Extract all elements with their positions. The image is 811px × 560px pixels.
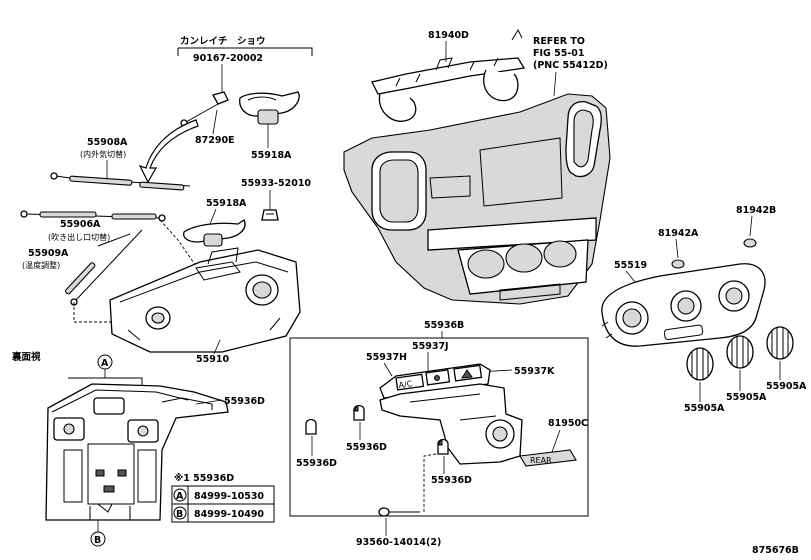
label-55936D-3: 55936D: [431, 475, 472, 486]
part-55519-control-panel[interactable]: [601, 263, 766, 347]
svg-text:A: A: [101, 358, 109, 369]
part-81940D-vent-bracket[interactable]: [371, 28, 526, 122]
part-93560-screw[interactable]: [378, 507, 420, 517]
diagram-id: 875676B: [752, 545, 799, 556]
part-55936D-bulb-2[interactable]: [353, 404, 365, 421]
label-55936B: 55936B: [424, 320, 464, 331]
label-55519: 55519: [614, 260, 647, 271]
part-55905A-knob-right[interactable]: [766, 326, 794, 360]
legend-row-b-value: 84999-10490: [194, 509, 264, 520]
label-55905A-right: 55905A: [766, 381, 807, 392]
label-55906A-sub: (吹き出し口切替): [48, 232, 110, 242]
legend-row-b-key: B: [176, 509, 183, 520]
label-callout-55936D: 55936D: [224, 396, 265, 407]
label-93560-14014: 93560-14014(2): [356, 537, 441, 548]
label-55910: 55910: [196, 354, 229, 365]
label-55906A: 55906A: [60, 219, 101, 230]
legend-table: ※1 55936D A 84999-10530 B 84999-10490: [171, 473, 275, 523]
label-81940D: 81940D: [428, 30, 469, 41]
button-ac-label: A/C: [398, 379, 413, 390]
part-87290E[interactable]: [180, 91, 229, 127]
label-55908A-sub: (内外気切替): [80, 149, 126, 159]
direction-arrow: [138, 119, 199, 184]
legend-row-a-key: A: [176, 491, 184, 502]
part-switch-buttons[interactable]: A/C: [379, 363, 491, 399]
part-55905A-knob-left[interactable]: [686, 347, 714, 381]
label-rear-view: 裏面視: [11, 351, 41, 363]
label-refer-line3: (PNC 55412D): [533, 60, 608, 71]
switch-panel-box: [289, 337, 589, 517]
part-center-cluster-bezel[interactable]: [343, 93, 611, 305]
part-switch-frame[interactable]: [379, 383, 523, 465]
label-81942B: 81942B: [736, 205, 776, 216]
label-55933-52010: 55933-52010: [241, 178, 311, 189]
label-81942A: 81942A: [658, 228, 699, 239]
ref-marker-b-bottom: B: [90, 520, 106, 547]
holder-text: REAR: [530, 456, 552, 465]
legend-title: ※1 55936D: [174, 473, 234, 484]
label-55937J: 55937J: [412, 341, 449, 352]
label-55936D-2: 55936D: [346, 442, 387, 453]
part-55918A-top[interactable]: [239, 91, 300, 125]
part-55910-control-base[interactable]: [109, 247, 301, 353]
label-90167-20002: 90167-20002: [193, 53, 263, 64]
label-81950C: 81950C: [548, 418, 588, 429]
cable-55908A[interactable]: [50, 172, 191, 191]
part-81942A-bulb[interactable]: [671, 259, 685, 269]
ref-marker-a-top: A: [97, 354, 113, 378]
part-55936D-bulb-1[interactable]: [305, 418, 317, 435]
label-87290E: 87290E: [195, 135, 235, 146]
label-55908A: 55908A: [87, 137, 128, 148]
label-55918A-mid: 55918A: [206, 198, 247, 209]
label-55937K: 55937K: [514, 366, 555, 377]
part-55936D-socket-rear[interactable]: [45, 377, 229, 521]
part-55905A-knob-middle[interactable]: [726, 335, 754, 369]
label-55937H: 55937H: [366, 352, 407, 363]
label-kanreichi: カンレイチ ショウ: [180, 36, 266, 47]
label-55918A-top: 55918A: [251, 150, 292, 161]
part-55936D-bulb-3[interactable]: [437, 438, 449, 455]
part-81942B-bulb[interactable]: [743, 238, 757, 248]
part-81950C-bulb-holder[interactable]: REAR: [519, 449, 577, 467]
legend-row-a-value: 84999-10530: [194, 491, 264, 502]
bracket-group-top: カンレイチ ショウ 90167-20002: [177, 36, 313, 92]
svg-text:B: B: [94, 535, 101, 546]
label-55905A-left: 55905A: [684, 403, 725, 414]
part-55933-clip[interactable]: [261, 209, 279, 221]
label-55905A-middle: 55905A: [726, 392, 767, 403]
label-refer-line1: REFER TO: [533, 36, 585, 47]
cable-55906A[interactable]: [20, 210, 166, 222]
label-55909A: 55909A: [28, 248, 69, 259]
label-55936D-1: 55936D: [296, 458, 337, 469]
label-refer-line2: FIG 55-01: [533, 48, 585, 59]
label-55909A-sub: (温度調整): [22, 260, 60, 270]
part-55918A-mid[interactable]: [182, 219, 246, 247]
